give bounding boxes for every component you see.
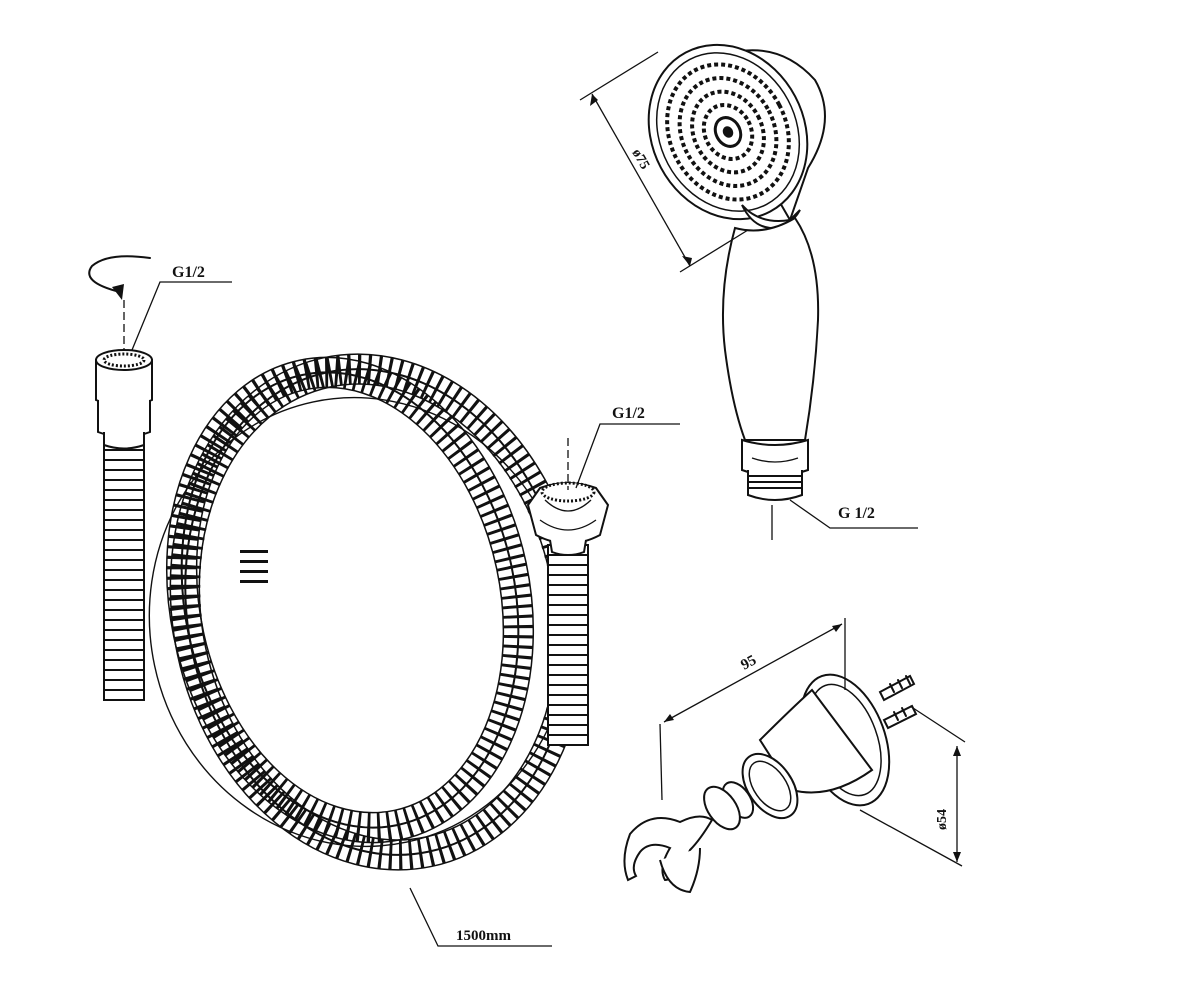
hose-left-leg bbox=[103, 439, 268, 701]
wall-holder: 95 ø54 bbox=[623, 618, 966, 894]
label-hose-cone-thread: G1/2 bbox=[612, 405, 645, 422]
holder-diameter-dimension: ø54 bbox=[859, 705, 966, 867]
rotate-arrowhead-icon bbox=[112, 284, 124, 300]
hand-shower: G 1/2 ø75 bbox=[579, 43, 918, 540]
label-holder-diameter: ø54 bbox=[935, 809, 950, 830]
hose-cone-fitting bbox=[526, 481, 610, 556]
hose-cone-thread-callout: G1/2 bbox=[567, 405, 680, 490]
label-handshower-thread: G 1/2 bbox=[838, 505, 875, 522]
shower-head-face bbox=[647, 43, 809, 221]
rotate-arrow-icon bbox=[88, 255, 151, 293]
hose-right-leg bbox=[547, 544, 589, 746]
label-holder-length: 95 bbox=[738, 652, 759, 673]
shower-hose: G1/2 G1/2 1500mm bbox=[88, 255, 680, 947]
hose-length-callout: 1500mm bbox=[409, 887, 552, 947]
holder-length-dimension: 95 bbox=[659, 618, 846, 801]
label-hose-length: 1500mm bbox=[456, 928, 511, 944]
hose-nut-thread-callout: G1/2 bbox=[88, 255, 232, 351]
hose-nut-fitting bbox=[95, 349, 153, 450]
label-head-diameter: ø75 bbox=[629, 147, 652, 173]
label-hose-nut-thread: G1/2 bbox=[172, 264, 205, 281]
